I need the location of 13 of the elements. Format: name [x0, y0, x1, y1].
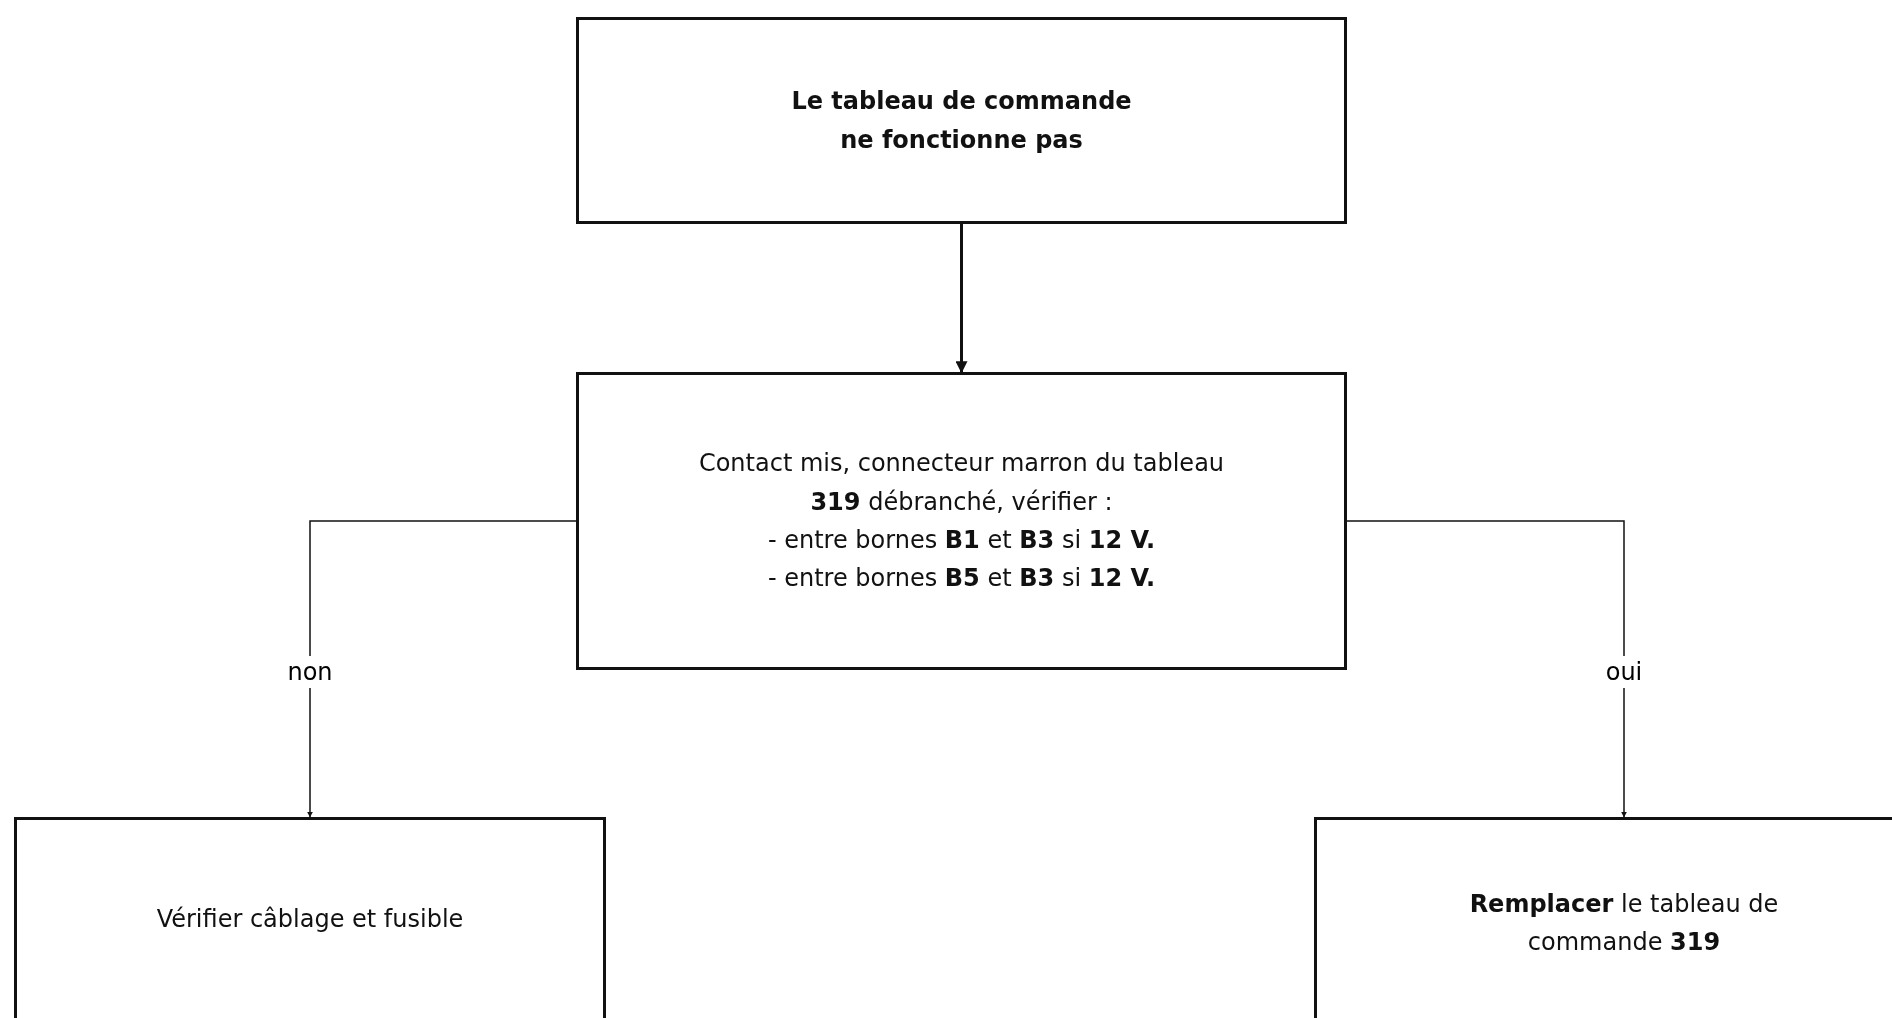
arrow: [955, 224, 968, 374]
check-item: - entre bornes B1 et B3 si 12 V.: [767, 525, 1156, 556]
box-text: Remplacer le tableau de commande 319: [1468, 889, 1780, 959]
box-text: Vérifier câblage et fusible: [156, 904, 464, 935]
box-text: Le tableau de commande ne fonctionne pas: [790, 86, 1133, 156]
check-item: - entre bornes B5 et B3 si 12 V.: [767, 563, 1156, 595]
action-box: [14, 817, 606, 1018]
box-text: Contact mis, connecteur marron du tableau 319 débranché, vérifier :: [697, 448, 1226, 518]
arrow: [307, 520, 577, 818]
start-box: [576, 17, 1347, 224]
check-box: [576, 372, 1347, 670]
arrow: [1346, 520, 1627, 818]
action-box: [1314, 817, 1892, 1018]
